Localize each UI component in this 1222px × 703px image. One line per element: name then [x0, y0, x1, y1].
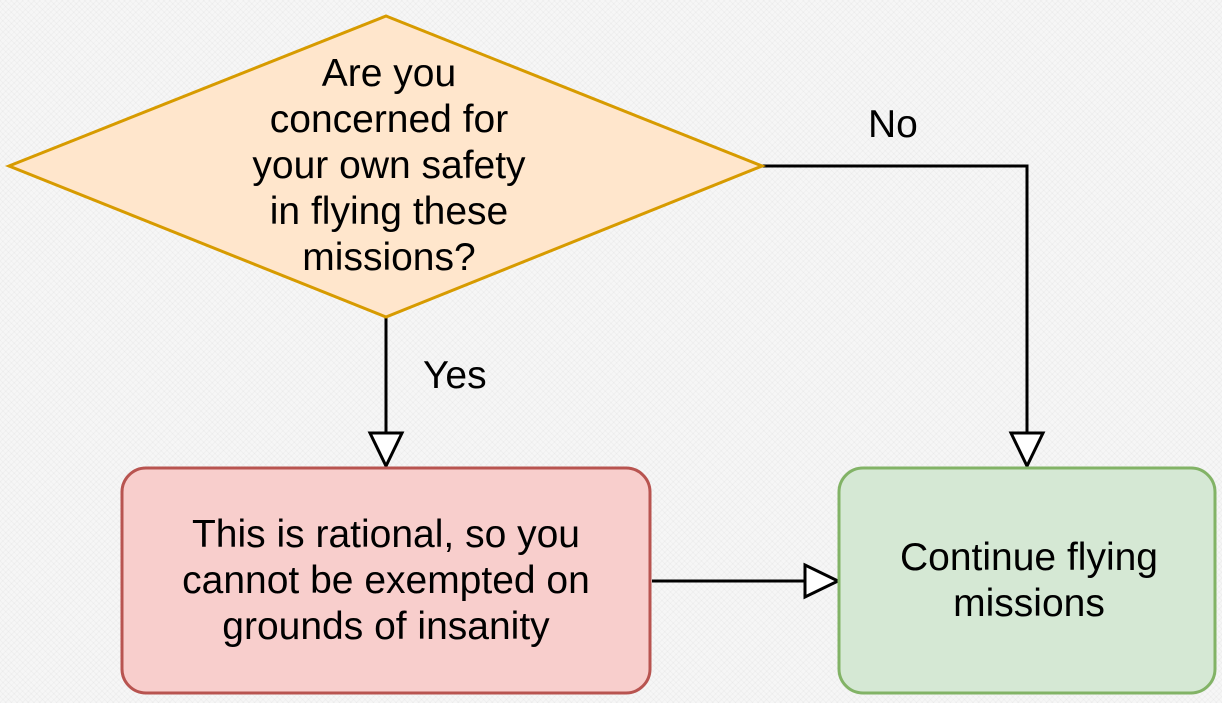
- decision-text: Are you concerned for your own safety in…: [252, 52, 526, 279]
- edge-no-line: [762, 164, 1029, 433]
- continue-text: Continue flying missions: [900, 535, 1158, 625]
- continue-box[interactable]: [837, 466, 1217, 695]
- edge-yes-arrowhead: [367, 431, 405, 470]
- edge-no: [762, 164, 1046, 470]
- edge-rational-to-continue: [652, 562, 842, 600]
- edge-label-yes: Yes: [423, 354, 487, 397]
- edge-rational-to-continue-arrowhead: [803, 562, 842, 600]
- edge-yes: [367, 317, 405, 470]
- rational-box[interactable]: [120, 466, 652, 695]
- rational-text: This is rational, so you cannot be exemp…: [182, 512, 590, 648]
- decision-diamond[interactable]: [4, 14, 767, 319]
- edge-no-arrowhead: [1008, 431, 1046, 470]
- edge-label-no: No: [868, 103, 918, 146]
